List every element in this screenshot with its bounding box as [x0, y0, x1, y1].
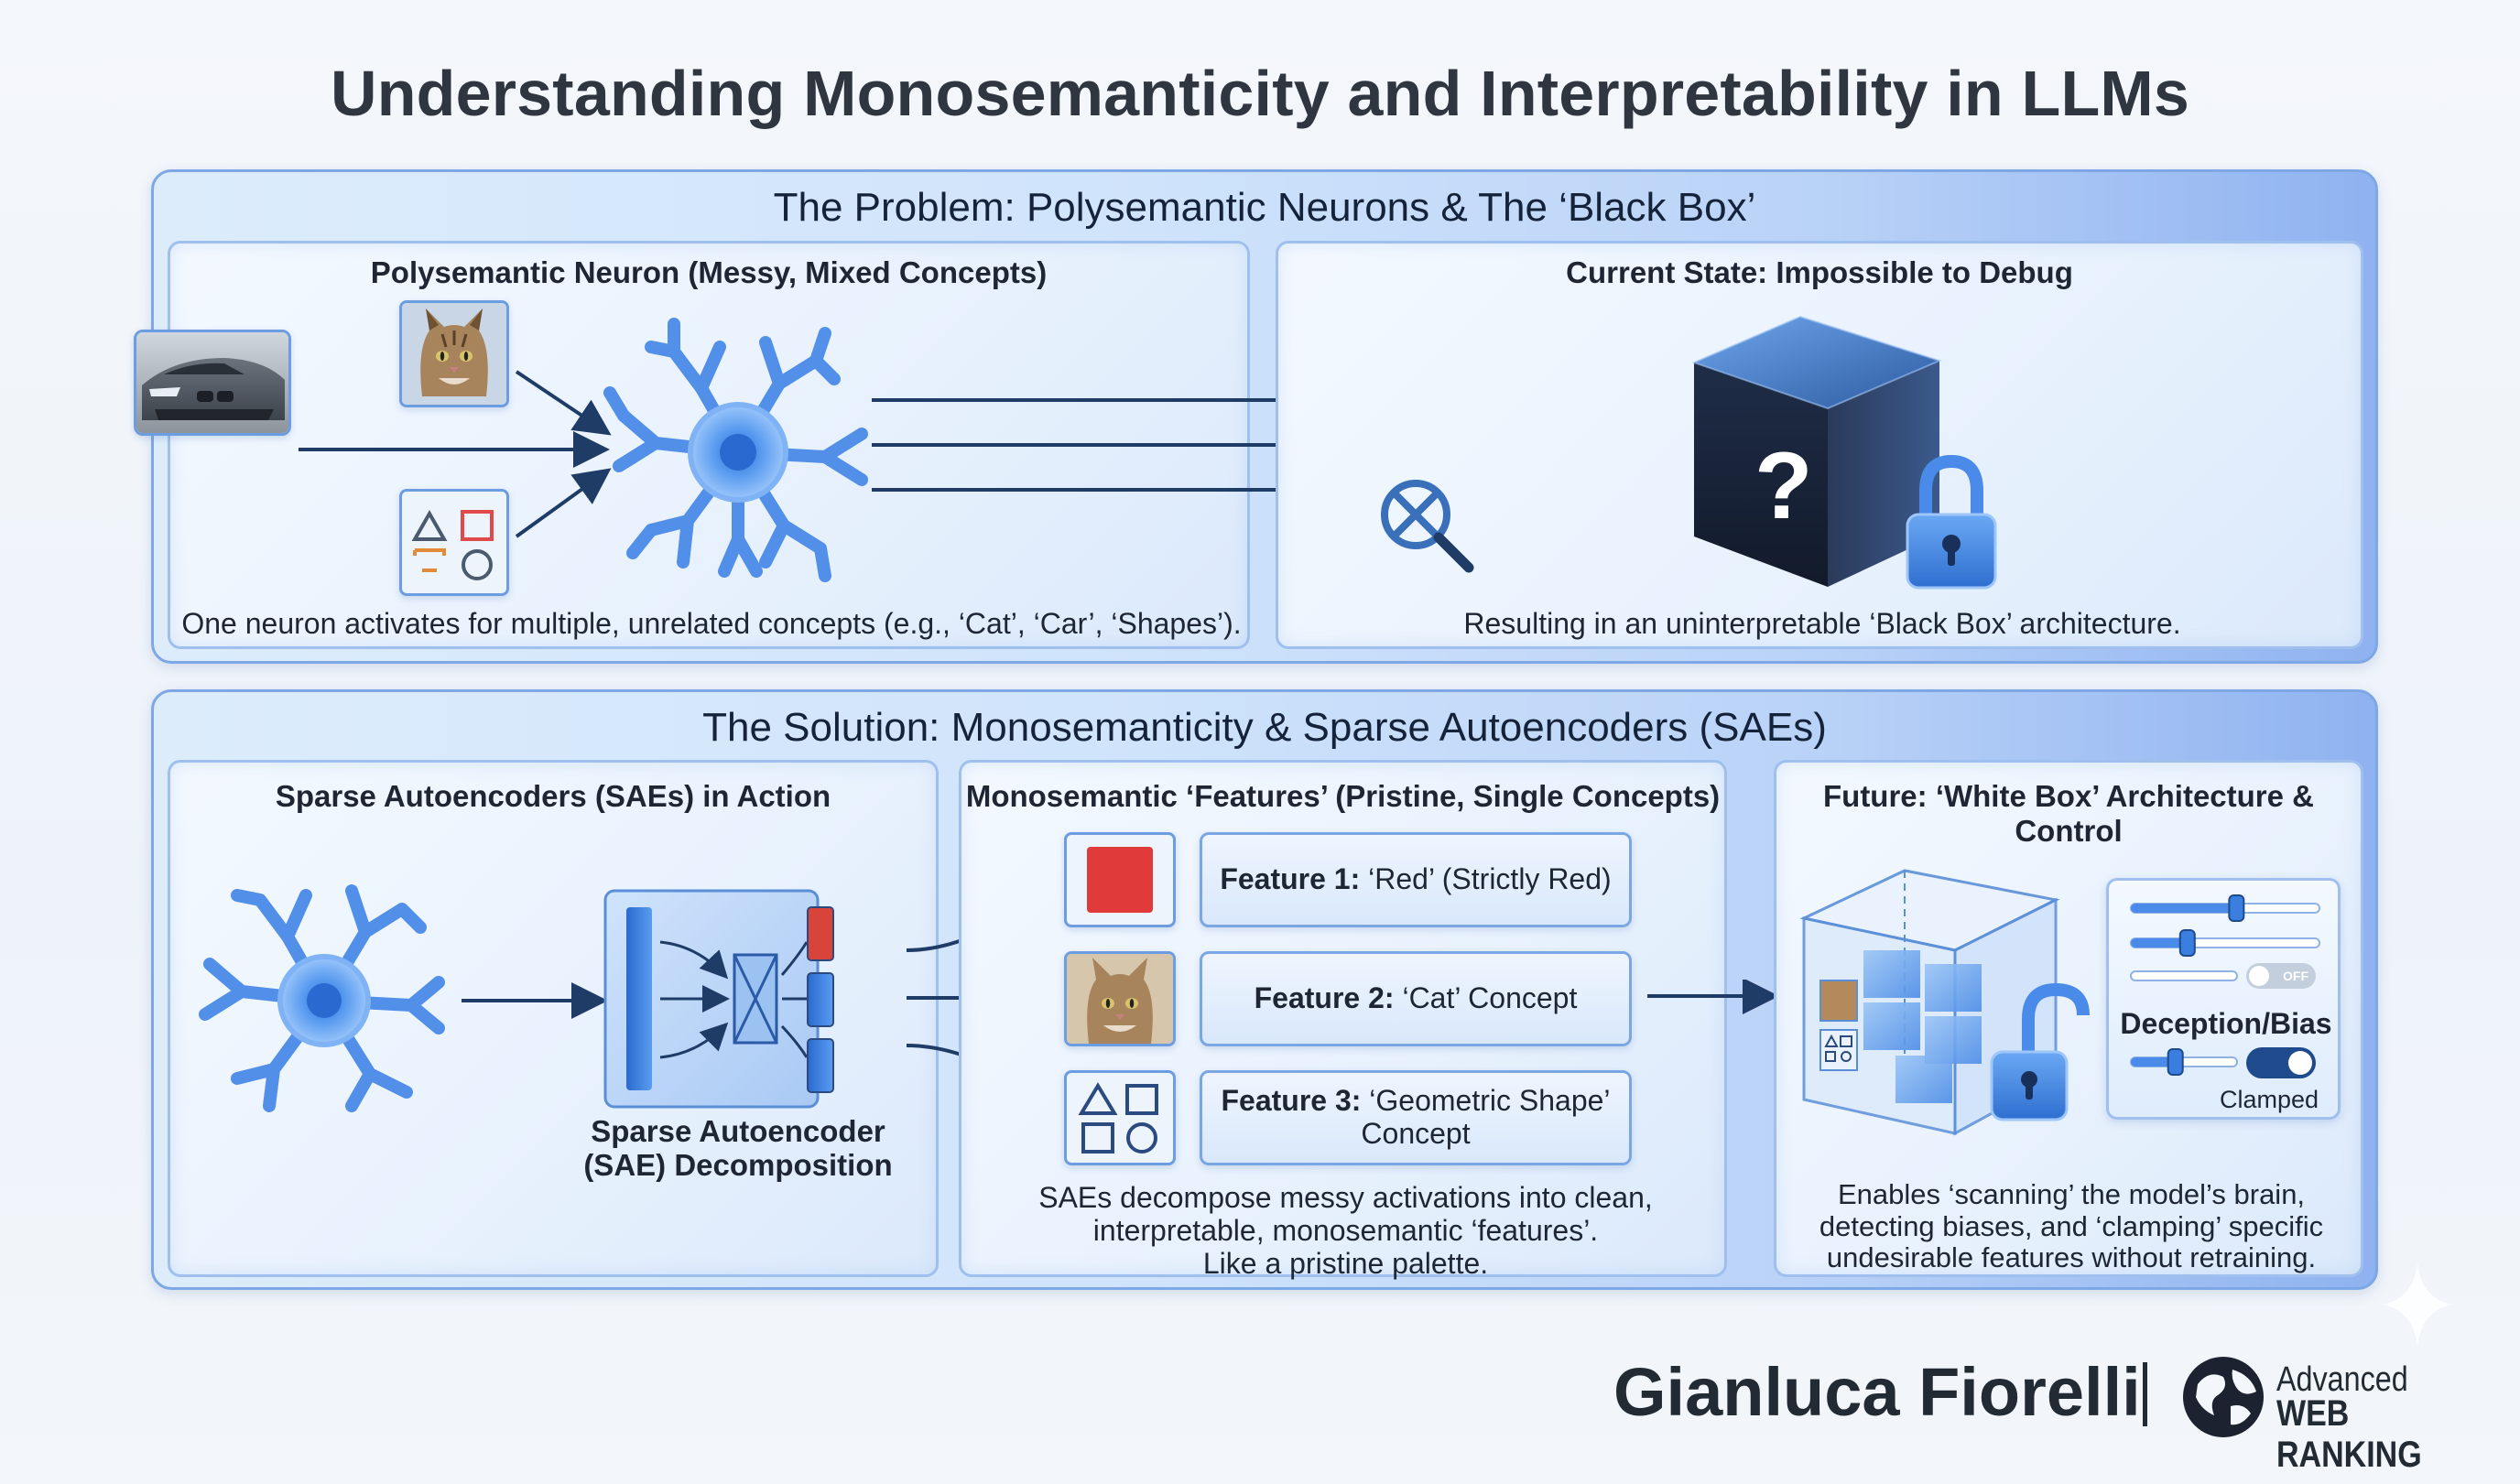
- shapes-image: [399, 489, 509, 596]
- white-box-diagram: [1799, 869, 2090, 1136]
- polysemantic-diagram: [299, 318, 868, 582]
- globe-logo-icon: [2183, 1357, 2264, 1437]
- sae-block-icon: [603, 889, 834, 1109]
- feature-1-box: Feature 1: ‘Red’ (Strictly Red): [1200, 832, 1632, 927]
- shapes-arrow: [515, 468, 612, 538]
- feature-3-label: Feature 3:: [1221, 1084, 1362, 1118]
- features-to-future-arrow: [1647, 980, 1779, 1014]
- polysemantic-caption: One neuron activates for multiple, unrel…: [181, 607, 1242, 640]
- feature-3-box: Feature 3: ‘Geometric Shape’ Concept: [1200, 1070, 1632, 1165]
- sae-panel-title: Sparse Autoencoders (SAEs) in Action: [275, 779, 831, 813]
- slider-handle-1[interactable]: [2228, 894, 2245, 922]
- cat-icon: [402, 303, 506, 405]
- no-inspect-icon: [1381, 480, 1474, 573]
- feature-3-text-line2: Concept: [1361, 1117, 1471, 1150]
- red-feature-swatch: [1064, 832, 1176, 927]
- brand-line2: WEB RANKING: [2276, 1393, 2422, 1475]
- solution-heading: The Solution: Monosemanticity & Sparse A…: [702, 705, 1827, 750]
- features-caption-line1: SAEs decompose messy activations into cl…: [1038, 1181, 1653, 1214]
- clamped-label: Clamped: [2219, 1086, 2319, 1113]
- feature-1-label: Feature 1:: [1220, 862, 1361, 896]
- neuron-icon: [603, 318, 868, 582]
- feature-2-text: ‘Cat’ Concept: [1394, 981, 1578, 1015]
- features-panel: Monosemantic ‘Features’ (Pristine, Singl…: [959, 760, 1730, 1280]
- cube-question-mark: ?: [1754, 433, 1813, 539]
- car-image: [134, 330, 291, 436]
- future-panel-title: Future: ‘White Box’ Architecture & Contr…: [1823, 779, 2314, 848]
- control-panel: OFF Deception/Bias Clamped: [2106, 878, 2341, 1120]
- future-caption-line2: detecting biases, and ‘clamping’ specifi…: [1819, 1209, 2324, 1242]
- geometric-shapes-icon: [1078, 1082, 1158, 1154]
- future-caption-line3: undesirable features without retraining.: [1826, 1241, 2317, 1274]
- slider-fill-1: [2131, 904, 2237, 913]
- black-box-caption: Resulting in an uninterpretable ‘Black B…: [1463, 607, 2181, 640]
- sparkle-icon: [2381, 1263, 2454, 1346]
- sae-label-line1: Sparse Autoencoder: [591, 1114, 885, 1148]
- slider-fill-2: [2131, 938, 2188, 948]
- deception-bias-label: Deception/Bias: [2120, 1007, 2332, 1040]
- slider-handle-2[interactable]: [2178, 929, 2196, 957]
- future-panel: Future: ‘White Box’ Architecture & Contr…: [1774, 760, 2363, 1277]
- future-caption-line1: Enables ‘scanning’ the model’s brain,: [1837, 1178, 2306, 1210]
- author-name: Gianluca Fiorelli: [1613, 1354, 2141, 1430]
- white-box-cube-icon: [1799, 869, 2060, 1136]
- problem-heading: The Problem: Polysemantic Neurons & The …: [773, 185, 1756, 230]
- brand-line1: Advanced: [2276, 1360, 2408, 1399]
- feature-2-label: Feature 2:: [1254, 981, 1395, 1015]
- black-box-diagram: ?: [1381, 315, 1997, 590]
- page-title: Understanding Monosemanticity and Interp…: [330, 58, 2190, 129]
- slider-fill-4: [2131, 1057, 2176, 1067]
- cat-arrow: [515, 370, 612, 436]
- footer-divider: [2143, 1362, 2147, 1426]
- car-icon: [136, 332, 288, 433]
- sae-panel: Sparse Autoencoders (SAEs) in Action: [168, 760, 939, 1277]
- feature-3-text: ‘Geometric Shape’: [1361, 1084, 1611, 1118]
- sae-diagram: [199, 884, 834, 1112]
- slider-track-3: [2130, 970, 2238, 981]
- sae-label: Sparse Autoencoder (SAE) Decomposition: [555, 1114, 921, 1183]
- features-panel-title: Monosemantic ‘Features’ (Pristine, Singl…: [965, 779, 1721, 813]
- off-toggle-label: OFF: [2283, 969, 2308, 983]
- slider-handle-4[interactable]: [2167, 1048, 2184, 1076]
- clamped-toggle-knob: [2288, 1051, 2312, 1075]
- black-box-panel-title: Current State: Impossible to Debug: [1566, 255, 2073, 289]
- shapes-feature-image: [1064, 1070, 1176, 1165]
- clamped-toggle[interactable]: [2246, 1047, 2316, 1078]
- off-toggle[interactable]: OFF: [2246, 963, 2316, 989]
- unlocked-padlock-icon: [1990, 982, 2090, 1121]
- cat-feature-image: [1064, 951, 1176, 1046]
- sae-label-line2: (SAE) Decomposition: [583, 1147, 893, 1182]
- polysemantic-panel-title: Polysemantic Neuron (Messy, Mixed Concep…: [370, 255, 1048, 289]
- off-toggle-knob: [2249, 966, 2269, 986]
- feature-1-text: ‘Red’ (Strictly Red): [1360, 862, 1612, 896]
- red-square-icon: [1087, 847, 1153, 913]
- black-box-cube-icon: [1691, 315, 1942, 587]
- padlock-icon: [1906, 454, 1997, 590]
- features-caption: SAEs decompose messy activations into cl…: [961, 1181, 1730, 1280]
- cat-image: [399, 300, 509, 407]
- input-neuron-icon: [199, 884, 445, 1112]
- black-box-panel: Current State: Impossible to Debug: [1276, 241, 2363, 649]
- future-caption: Enables ‘scanning’ the model’s brain, de…: [1776, 1178, 2366, 1274]
- sliders: [2130, 894, 2320, 1076]
- features-caption-line3: Like a pristine palette.: [1202, 1246, 1489, 1280]
- features-caption-line2: interpretable, monosemantic ‘features’.: [1092, 1213, 1599, 1247]
- cat-feature-icon: [1067, 954, 1173, 1044]
- shapes-icon: [411, 509, 494, 580]
- feature-2-box: Feature 2: ‘Cat’ Concept: [1200, 951, 1632, 1046]
